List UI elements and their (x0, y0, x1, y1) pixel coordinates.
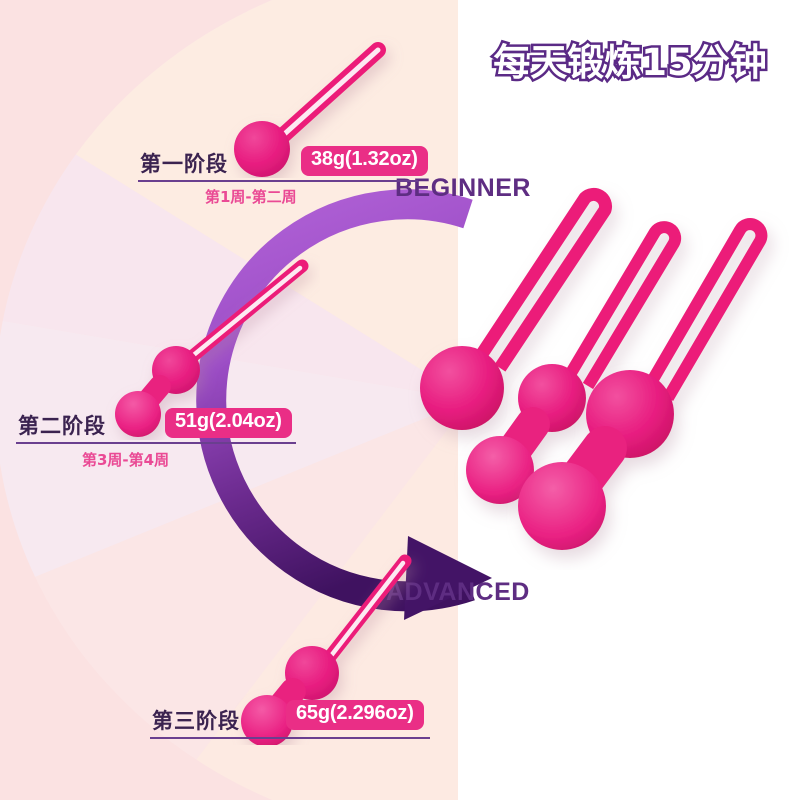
page-headline: 每天锻炼15分钟 (491, 41, 770, 84)
product-item-1 (420, 187, 613, 430)
stage-1-week-range: 第1周-第二周 (205, 188, 297, 206)
large-double-ball-kegel-icon (241, 554, 412, 745)
stage-1-rule (138, 180, 418, 182)
stage-3-rule (150, 737, 430, 739)
single-ball-kegel-icon (234, 42, 386, 177)
product-group-photo (420, 187, 768, 550)
curved-arrow-icon (196, 189, 492, 620)
stage-3-name: 第三阶段 (152, 709, 240, 733)
stage-2-weight-badge: 51g(2.04oz) (165, 408, 292, 438)
stage-2-week-range: 第3周-第4周 (82, 451, 170, 469)
product-item-3 (518, 218, 768, 550)
level-label-beginner: BEGINNER (395, 174, 531, 202)
stage-3-weight-badge: 65g(2.296oz) (286, 700, 424, 730)
product-item-2 (466, 221, 682, 504)
stage-2-name: 第二阶段 (18, 414, 106, 438)
stage-1-weight-badge: 38g(1.32oz) (301, 146, 428, 176)
level-label-advanced: ADVANCED (386, 578, 530, 606)
stage-1-name: 第一阶段 (140, 152, 228, 176)
stage-2-rule (16, 442, 296, 444)
double-ball-kegel-icon (115, 259, 309, 437)
